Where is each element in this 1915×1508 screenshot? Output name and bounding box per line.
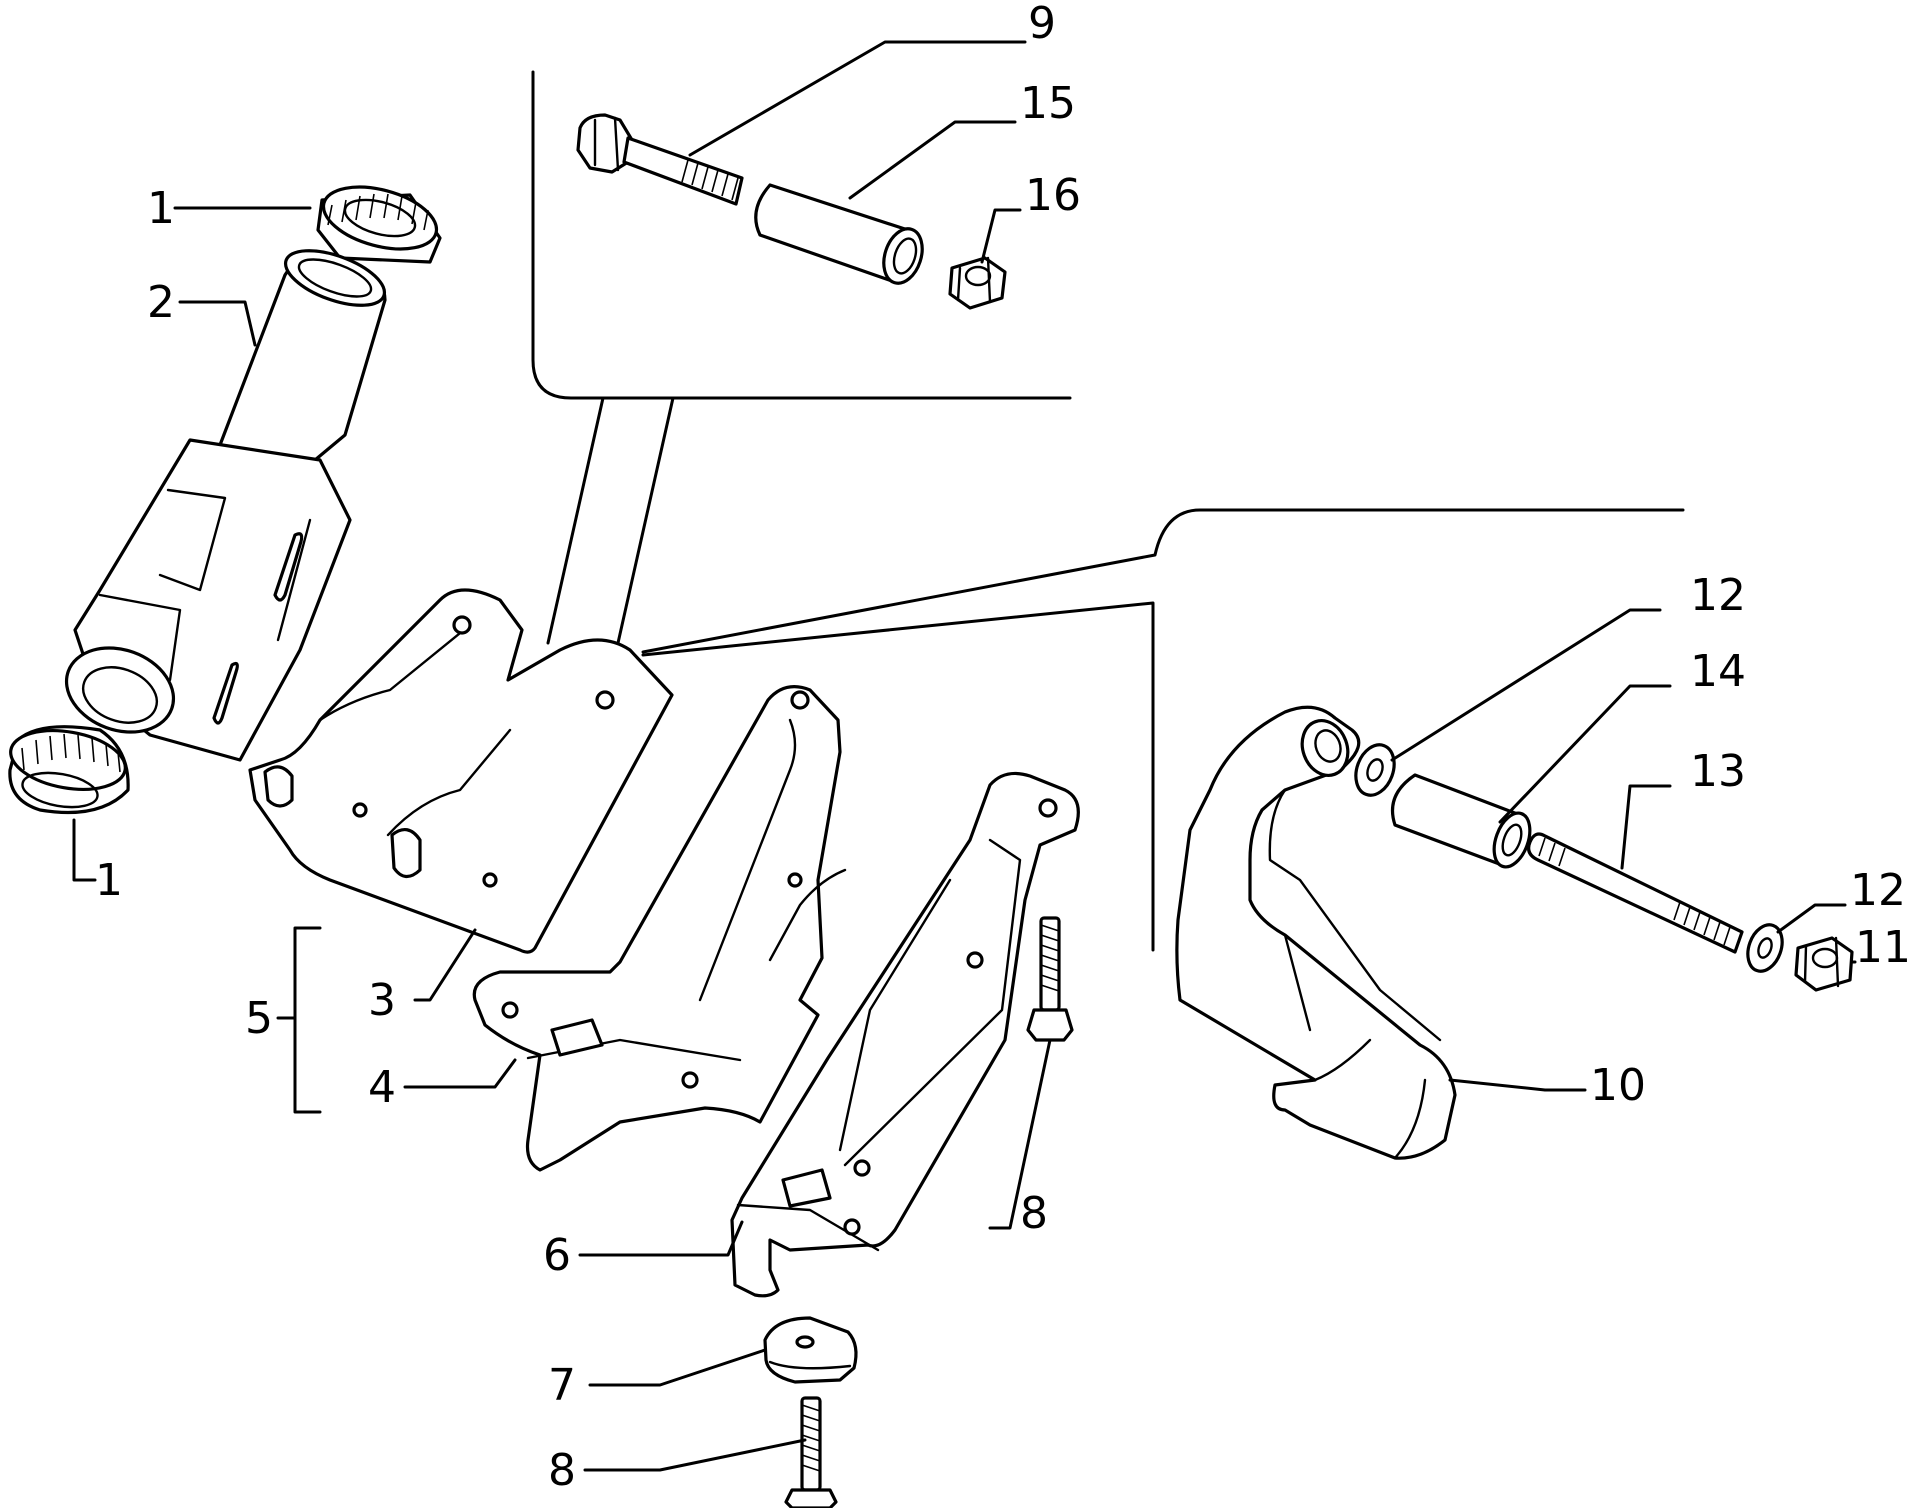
long-bracket [730,771,1080,1298]
pivot-pin [1527,832,1744,954]
leader-8-upper [988,1038,1052,1230]
screw-upper [1026,916,1074,1042]
steering-tube [64,249,387,762]
leader-5 [293,926,322,1114]
callout-9: 9 [1028,0,1056,49]
callout-10: 10 [1590,1060,1646,1111]
callout-5: 5 [245,993,273,1044]
callout-11: 11 [1855,922,1911,973]
callout-12-upper: 12 [1690,570,1746,621]
leader-3 [413,928,477,1002]
ring-nut-upper [316,185,442,264]
callout-1-upper: 1 [147,183,175,234]
leader-2 [178,300,257,347]
callout-3: 3 [368,975,396,1026]
leader-4 [403,1058,517,1089]
hex-bolt [576,113,744,206]
leader-15 [848,120,1017,200]
leader-1-lower [72,818,97,882]
ring-nut-lower [8,725,130,815]
callout-14: 14 [1690,646,1746,697]
spacer-tube [754,183,924,285]
washer-upper [1354,743,1396,797]
leader-lines [72,40,1857,1472]
washer-lower [1746,923,1784,973]
support-bracket [248,588,674,954]
callout-2: 2 [147,277,175,328]
leader-7 [588,1348,767,1387]
leader-9 [688,40,1027,157]
callout-8-upper: 8 [1020,1188,1048,1239]
callout-6: 6 [543,1230,571,1281]
leader-16 [980,208,1022,264]
leader-10 [1448,1078,1587,1092]
screw-lower [784,1396,838,1508]
brake-pedal-lever [1175,705,1457,1160]
callout-1-lower: 1 [95,855,123,906]
leader-12-upper [1390,608,1662,762]
callout-8-lower: 8 [548,1445,576,1496]
callout-15: 15 [1020,78,1076,129]
lock-nut-lower [1794,936,1854,992]
callout-12-lower: 12 [1850,865,1906,916]
leader-8-lower [583,1438,807,1472]
pedal-bushing [1390,773,1532,869]
callout-16: 16 [1025,170,1081,221]
rubber-grommet [763,1316,858,1384]
callout-13: 13 [1690,746,1746,797]
leader-12-lower [1776,903,1847,934]
callout-labels: 1 2 1 3 5 4 6 7 8 8 9 15 16 12 14 13 12 … [95,0,1911,1496]
detail-frame-right [641,508,1685,952]
callout-7: 7 [548,1360,576,1411]
callout-4: 4 [368,1062,396,1113]
leader-13 [1620,784,1672,870]
leader-14 [1498,684,1672,824]
detail-frame-upper [531,70,1072,645]
frame-plate [472,685,847,1172]
leader-6 [578,1220,744,1257]
lock-nut-upper [948,256,1007,310]
